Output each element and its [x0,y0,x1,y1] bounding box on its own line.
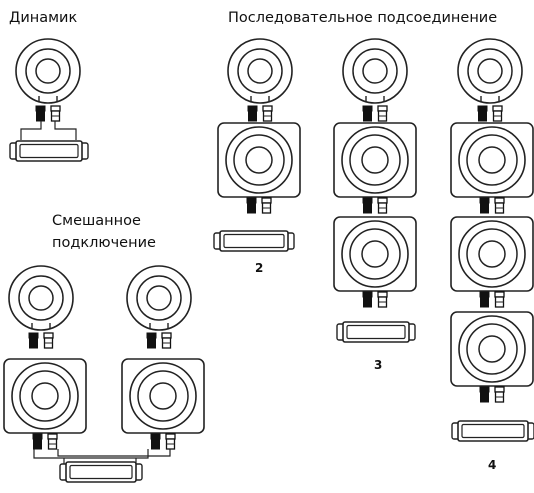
terminal-negative [480,391,489,403]
serial-4-speaker-2 [450,122,534,214]
terminal-positive-cap [262,105,273,112]
terminal-positive-cap [494,386,505,393]
serial-4-speaker-4 [450,311,534,403]
serial-connection-label: Последовательное подсоединение [228,10,498,26]
terminal-positive-cap [377,105,388,112]
terminal-negative-cap [362,105,373,112]
speaker-label: Динамик [9,10,78,26]
terminal-positive-cap [377,291,388,298]
terminal-negative [363,110,372,122]
amplifier-serial-3 [336,321,416,343]
speaker-single [15,38,81,122]
terminal-negative-cap [150,433,161,440]
terminal-positive-cap [50,105,61,112]
terminal-positive-cap [43,332,54,339]
serial-4-number: 4 [488,458,497,472]
mixed-connection-label-line1: Смешанное [52,213,141,229]
terminal-negative-cap [146,332,157,339]
terminal-negative-cap [362,291,373,298]
serial-3-speaker-bottom [333,216,417,308]
serial-4-speaker-top [457,38,523,122]
terminal-negative-cap [32,433,43,440]
terminal-negative-cap [479,291,490,298]
terminal-negative [151,438,160,450]
serial-2-speaker-top [227,38,293,122]
terminal-negative [36,110,45,122]
mixed-speaker-bottom-left [3,358,87,450]
terminal-negative-cap [362,197,373,204]
terminal-negative [248,110,257,122]
terminal-negative [363,202,372,214]
serial-3-speaker-top [342,38,408,122]
terminal-negative-cap [479,197,490,204]
terminal-negative [247,202,256,214]
terminal-negative-cap [28,332,39,339]
terminal-positive-cap [492,105,503,112]
terminal-negative-cap [247,105,258,112]
mixed-speaker-top-left [8,265,74,349]
terminal-positive-cap [377,197,388,204]
terminal-negative [147,337,156,349]
terminal-positive-cap [161,332,172,339]
terminal-negative-cap [246,197,257,204]
amplifier-mixed [59,461,143,483]
amplifier-serial-4 [451,420,534,442]
mixed-speaker-bottom-right [121,358,205,450]
terminal-negative [480,202,489,214]
terminal-positive-cap [47,433,58,440]
serial-2-speaker-bottom [217,122,301,214]
terminal-positive-cap [261,197,272,204]
mixed-speaker-top-right [126,265,192,349]
terminal-negative [29,337,38,349]
amplifier-single [9,140,89,162]
terminal-negative [33,438,42,450]
amplifier-serial-2 [213,230,295,252]
terminal-positive-cap [494,291,505,298]
terminal-negative [363,296,372,308]
terminal-negative-cap [479,386,490,393]
serial-2-number: 2 [255,261,264,275]
terminal-negative-cap [477,105,488,112]
serial-4-speaker-3 [450,216,534,308]
speaker-single-wiring [20,121,77,140]
mixed-connection-label-line2: подключение [52,235,156,251]
terminal-positive-cap [494,197,505,204]
terminal-negative [480,296,489,308]
serial-3-number: 3 [374,358,383,372]
serial-3-speaker-middle [333,122,417,214]
terminal-positive-cap [165,433,176,440]
terminal-negative-cap [35,105,46,112]
terminal-negative [478,110,487,122]
